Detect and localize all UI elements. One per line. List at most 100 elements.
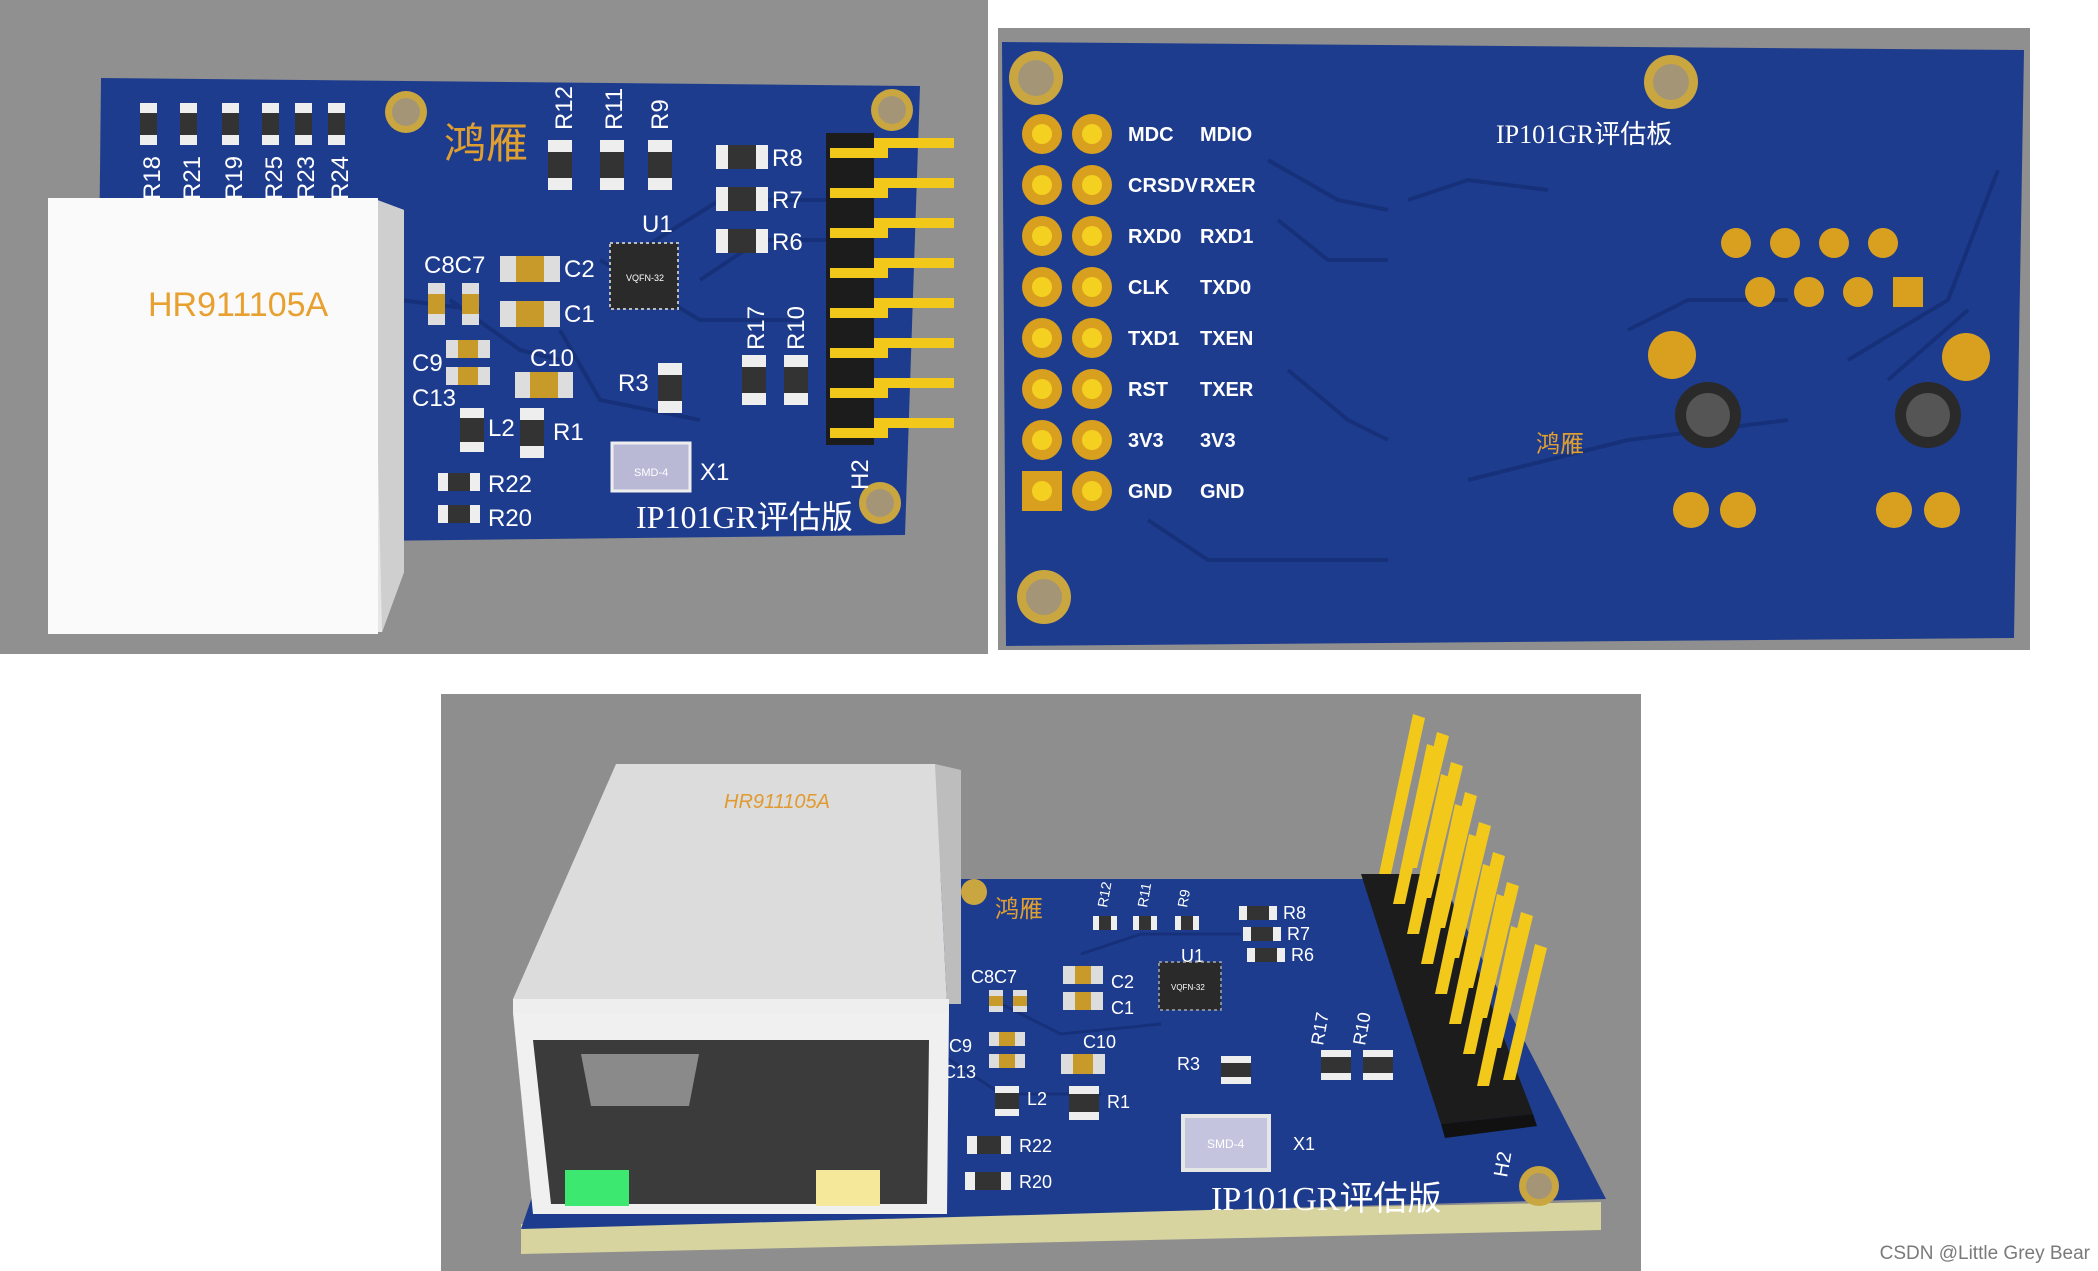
pin-label-5a: TXD1 bbox=[1128, 328, 1179, 350]
brand-silkscreen: 鸿雁 bbox=[444, 122, 528, 168]
board-title: IP101GR评估版 bbox=[636, 499, 853, 535]
ref-r23: R23 bbox=[293, 156, 320, 200]
pin-label-4a: CLK bbox=[1128, 277, 1170, 299]
perspective-brand: 鸿雁 bbox=[995, 896, 1043, 923]
capacitors bbox=[428, 256, 573, 398]
pin-label-5b: TXEN bbox=[1200, 328, 1253, 350]
front-view-render: R18 R21 R19 R25 R23 R24 R12 R11 R9 鸿雁 R8… bbox=[48, 78, 954, 634]
pin-label-3b: RXD1 bbox=[1200, 226, 1253, 248]
ref-l2: L2 bbox=[488, 415, 515, 442]
ref-r6: R6 bbox=[772, 229, 803, 256]
p-ref-r22: R22 bbox=[1019, 1136, 1052, 1156]
resistors-r8-r7-r6 bbox=[716, 145, 768, 253]
pin-label-2b: RXER bbox=[1200, 175, 1256, 197]
back-brand: 鸿雁 bbox=[1536, 431, 1584, 458]
p-ref-r6: R6 bbox=[1291, 945, 1314, 965]
perspective-view-render: 鸿雁 R12 R11 R9 R8 R7 R6 U1 C8C7 C2 C1 C9 … bbox=[513, 714, 1606, 1254]
pin-header-h2: H2 bbox=[826, 133, 954, 490]
ref-r19: R19 bbox=[221, 156, 248, 200]
p-capacitors bbox=[989, 966, 1105, 1074]
p-jack-label: HR911105A bbox=[724, 791, 830, 813]
p-ref-l2: L2 bbox=[1027, 1089, 1047, 1109]
ref-r25: R25 bbox=[261, 156, 288, 200]
p-resistors-lower bbox=[965, 1050, 1393, 1190]
ref-r1: R1 bbox=[553, 419, 584, 446]
chip-label: VQFN-32 bbox=[626, 273, 664, 283]
ref-r8: R8 bbox=[772, 145, 803, 172]
ref-r10: R10 bbox=[783, 306, 810, 350]
p-ref-c1: C1 bbox=[1111, 998, 1134, 1018]
back-view-panel: MDC MDIO CRSDV RXER RXD0 RXD1 CLK TXD0 T… bbox=[988, 0, 2043, 654]
ref-c10: C10 bbox=[530, 345, 574, 372]
pin-label-8b: GND bbox=[1200, 481, 1244, 503]
p-ref-r12: R12 bbox=[1094, 880, 1114, 908]
pin-label-1b: MDIO bbox=[1200, 124, 1252, 146]
header-label: H2 bbox=[847, 459, 874, 490]
p-ref-c8c7: C8C7 bbox=[971, 967, 1017, 987]
p-ref-r11: R11 bbox=[1134, 881, 1154, 908]
p-pin-header-h2: H2 bbox=[1361, 714, 1547, 1179]
p-chip-label: VQFN-32 bbox=[1171, 983, 1205, 992]
crystal-label: SMD-4 bbox=[634, 467, 668, 479]
p-header-label: H2 bbox=[1490, 1150, 1516, 1179]
pin-label-6b: TXER bbox=[1200, 379, 1254, 401]
pin-label-8a: GND bbox=[1128, 481, 1172, 503]
pin-label-1a: MDC bbox=[1128, 124, 1174, 146]
watermark: CSDN @Little Grey Bear bbox=[1879, 1243, 2090, 1264]
p-ref-r9: R9 bbox=[1174, 888, 1193, 909]
ref-c9: C9 bbox=[412, 350, 443, 377]
p-ref-c9: C9 bbox=[949, 1036, 972, 1056]
p-ref-r7: R7 bbox=[1287, 924, 1310, 944]
p-rj45-jack: HR911105A bbox=[513, 764, 961, 1214]
p-ref-c13: C13 bbox=[943, 1062, 976, 1082]
ref-c2: C2 bbox=[564, 256, 595, 283]
ref-r22: R22 bbox=[488, 471, 532, 498]
pin-label-6a: RST bbox=[1128, 379, 1168, 401]
ref-r3: R3 bbox=[618, 370, 649, 397]
ic-u1: VQFN-32 bbox=[609, 242, 679, 310]
back-board-title: IP101GR评估板 bbox=[1496, 120, 1672, 149]
rj45-jack: HR911105A bbox=[48, 198, 404, 634]
ref-x1: X1 bbox=[700, 459, 729, 486]
jack-label: HR911105A bbox=[148, 286, 329, 324]
p-ref-r8: R8 bbox=[1283, 903, 1306, 923]
ref-r7: R7 bbox=[772, 187, 803, 214]
ref-r20: R20 bbox=[488, 505, 532, 532]
ref-r24: R24 bbox=[327, 156, 354, 200]
p-ic-u1: VQFN-32 bbox=[1158, 961, 1222, 1011]
p-resistors-top bbox=[1093, 906, 1285, 962]
pin-label-7a: 3V3 bbox=[1128, 430, 1164, 452]
ref-c8c7: C8C7 bbox=[424, 252, 485, 279]
perspective-view-panel: 鸿雁 R12 R11 R9 R8 R7 R6 U1 C8C7 C2 C1 C9 … bbox=[441, 694, 1641, 1271]
p-board-title: IP101GR评估版 bbox=[1211, 1180, 1441, 1218]
p-ref-u1: U1 bbox=[1181, 946, 1204, 966]
p-ref-x1: X1 bbox=[1293, 1134, 1315, 1154]
ref-r18: R18 bbox=[139, 156, 166, 200]
pin-label-7b: 3V3 bbox=[1200, 430, 1236, 452]
ref-c1: C1 bbox=[564, 301, 595, 328]
resistor-row-top bbox=[140, 103, 345, 145]
p-ref-r20: R20 bbox=[1019, 1172, 1052, 1192]
back-view-render: MDC MDIO CRSDV RXER RXD0 RXD1 CLK TXD0 T… bbox=[998, 28, 2030, 650]
ref-u1: U1 bbox=[642, 211, 673, 238]
crystal-x1: SMD-4 bbox=[610, 441, 692, 493]
back-mounting-holes bbox=[1009, 51, 1698, 624]
resistors-r12-r11-r9 bbox=[548, 140, 672, 190]
p-crystal-x1: SMD-4 bbox=[1181, 1114, 1271, 1172]
ref-r9: R9 bbox=[647, 99, 674, 130]
p-ref-c10: C10 bbox=[1083, 1032, 1116, 1052]
front-view-panel: R18 R21 R19 R25 R23 R24 R12 R11 R9 鸿雁 R8… bbox=[0, 0, 988, 654]
ref-c13: C13 bbox=[412, 385, 456, 412]
ref-r11: R11 bbox=[601, 88, 628, 130]
resistors-lower bbox=[438, 355, 808, 523]
p-ref-r1: R1 bbox=[1107, 1092, 1130, 1112]
p-ref-r3: R3 bbox=[1177, 1054, 1200, 1074]
rj45-footprint bbox=[1648, 228, 1990, 528]
ref-r17: R17 bbox=[743, 306, 770, 350]
pin-label-2a: CRSDV bbox=[1128, 175, 1199, 197]
header-pads bbox=[1022, 114, 1112, 511]
pcb-board-back bbox=[1002, 42, 2024, 646]
p-ref-c2: C2 bbox=[1111, 972, 1134, 992]
pin-label-4b: TXD0 bbox=[1200, 277, 1251, 299]
p-crystal-label: SMD-4 bbox=[1207, 1137, 1245, 1151]
